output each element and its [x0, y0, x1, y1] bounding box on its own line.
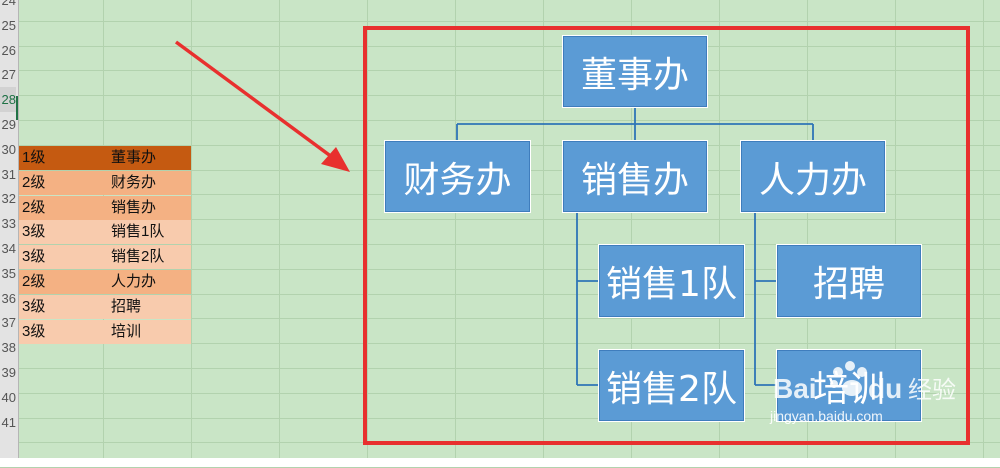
grid-column-line — [191, 0, 192, 458]
grid-row-line — [0, 269, 1000, 270]
level-cell[interactable]: 3级 — [22, 297, 46, 315]
grid-column-line — [983, 0, 984, 458]
level-cell[interactable]: 2级 — [22, 273, 46, 290]
annotation-arrow — [174, 40, 350, 172]
grid-row-line — [0, 343, 1000, 344]
level-cell[interactable]: 3级 — [22, 322, 46, 340]
grid-row-line — [0, 418, 1000, 419]
table-row[interactable]: 2级 人力办 — [19, 270, 191, 294]
arrow-head — [321, 147, 350, 172]
level-cell[interactable]: 3级 — [22, 248, 46, 266]
org-node-root[interactable]: 董事办 — [562, 35, 708, 108]
svg-text:Bai: Bai — [773, 373, 817, 404]
level-cell[interactable]: 3级 — [22, 223, 46, 241]
row-number[interactable]: 26 — [1, 43, 16, 58]
row-number[interactable]: 27 — [1, 67, 16, 82]
department-cell[interactable]: 销售1队 — [111, 223, 165, 241]
table-row[interactable]: 2级 销售办 — [19, 195, 191, 220]
department-cell[interactable]: 招聘 — [111, 297, 142, 315]
level-cell[interactable]: 2级 — [22, 198, 46, 216]
grid-column-line — [719, 0, 720, 458]
row-number[interactable]: 41 — [1, 415, 16, 430]
row-number[interactable]: 36 — [1, 291, 16, 306]
arrow-shaft — [174, 40, 338, 162]
department-cell[interactable]: 销售办 — [111, 198, 157, 216]
row-number[interactable]: 38 — [1, 340, 16, 355]
highlight-frame — [363, 26, 970, 445]
grid-row-line — [0, 393, 1000, 394]
org-connectors — [456, 107, 814, 386]
org-node-sales[interactable]: 销售办 — [562, 140, 708, 213]
grid-row-line — [0, 120, 1000, 121]
grid-row-line — [0, 294, 1000, 295]
table-row[interactable]: 3级 招聘 — [19, 294, 191, 319]
grid-column-line — [279, 0, 280, 458]
grid-column-line — [895, 0, 896, 458]
grid-column-line — [807, 0, 808, 458]
level-cell[interactable]: 2级 — [22, 173, 46, 191]
row-header-column[interactable]: 24 25 26 27 28 29 30 31 32 33 34 35 36 37 38 39 40 41 — [0, 0, 19, 458]
grid-column-line — [631, 0, 632, 458]
grid-row-line — [0, 368, 1000, 369]
org-node-sales-team1[interactable]: 销售1队 — [598, 244, 745, 318]
row-number[interactable]: 32 — [1, 191, 16, 206]
watermark-url: jingyan.baidu.com — [770, 408, 883, 424]
svg-text:du: du — [868, 373, 902, 404]
selected-row-marker — [16, 96, 18, 120]
department-cell[interactable]: 培训 — [111, 322, 142, 340]
org-node-finance[interactable]: 财务办 — [384, 140, 531, 213]
svg-text:经验: 经验 — [908, 376, 956, 404]
table-row[interactable]: 1级 董事办 — [19, 146, 191, 170]
baidu-paw-logo: Bai du 经验 — [773, 361, 956, 404]
grid-column-line — [455, 0, 456, 458]
department-cell[interactable]: 财务办 — [111, 173, 157, 191]
row-number[interactable]: 35 — [1, 266, 16, 281]
level-cell[interactable]: 1级 — [22, 149, 46, 166]
row-number[interactable]: 33 — [1, 216, 16, 231]
org-node-hr[interactable]: 人力办 — [740, 140, 886, 213]
row-number[interactable]: 40 — [1, 390, 16, 405]
grid-row-line — [0, 21, 1000, 22]
row-number[interactable]: 28 — [0, 87, 16, 112]
department-cell[interactable]: 人力办 — [111, 273, 157, 290]
grid-row-line — [0, 318, 1000, 319]
grid-row-line — [0, 70, 1000, 71]
grid-row-line — [0, 244, 1000, 245]
row-number[interactable]: 34 — [1, 241, 16, 256]
row-number[interactable]: 30 — [1, 142, 16, 157]
grid-row-line — [0, 46, 1000, 47]
grid-row-line — [0, 219, 1000, 220]
grid-column-line — [543, 0, 544, 458]
table-row[interactable]: 3级 销售1队 — [19, 220, 191, 245]
grid-column-line — [367, 0, 368, 458]
table-row[interactable]: 3级 销售2队 — [19, 245, 191, 270]
table-row[interactable]: 2级 财务办 — [19, 170, 191, 195]
row-number[interactable]: 29 — [1, 117, 16, 132]
row-number[interactable]: 24 — [1, 0, 16, 8]
row-number[interactable]: 37 — [1, 315, 16, 330]
department-cell[interactable]: 董事办 — [111, 149, 157, 166]
row-number[interactable]: 25 — [1, 18, 16, 33]
row-number[interactable]: 39 — [1, 365, 16, 380]
row-number[interactable]: 31 — [1, 167, 16, 182]
grid-row-line — [0, 95, 1000, 96]
department-cell[interactable]: 销售2队 — [111, 248, 165, 266]
org-node-sales-team2[interactable]: 销售2队 — [598, 349, 745, 422]
table-row[interactable]: 3级 培训 — [19, 319, 191, 344]
org-node-recruit[interactable]: 招聘 — [776, 244, 922, 318]
